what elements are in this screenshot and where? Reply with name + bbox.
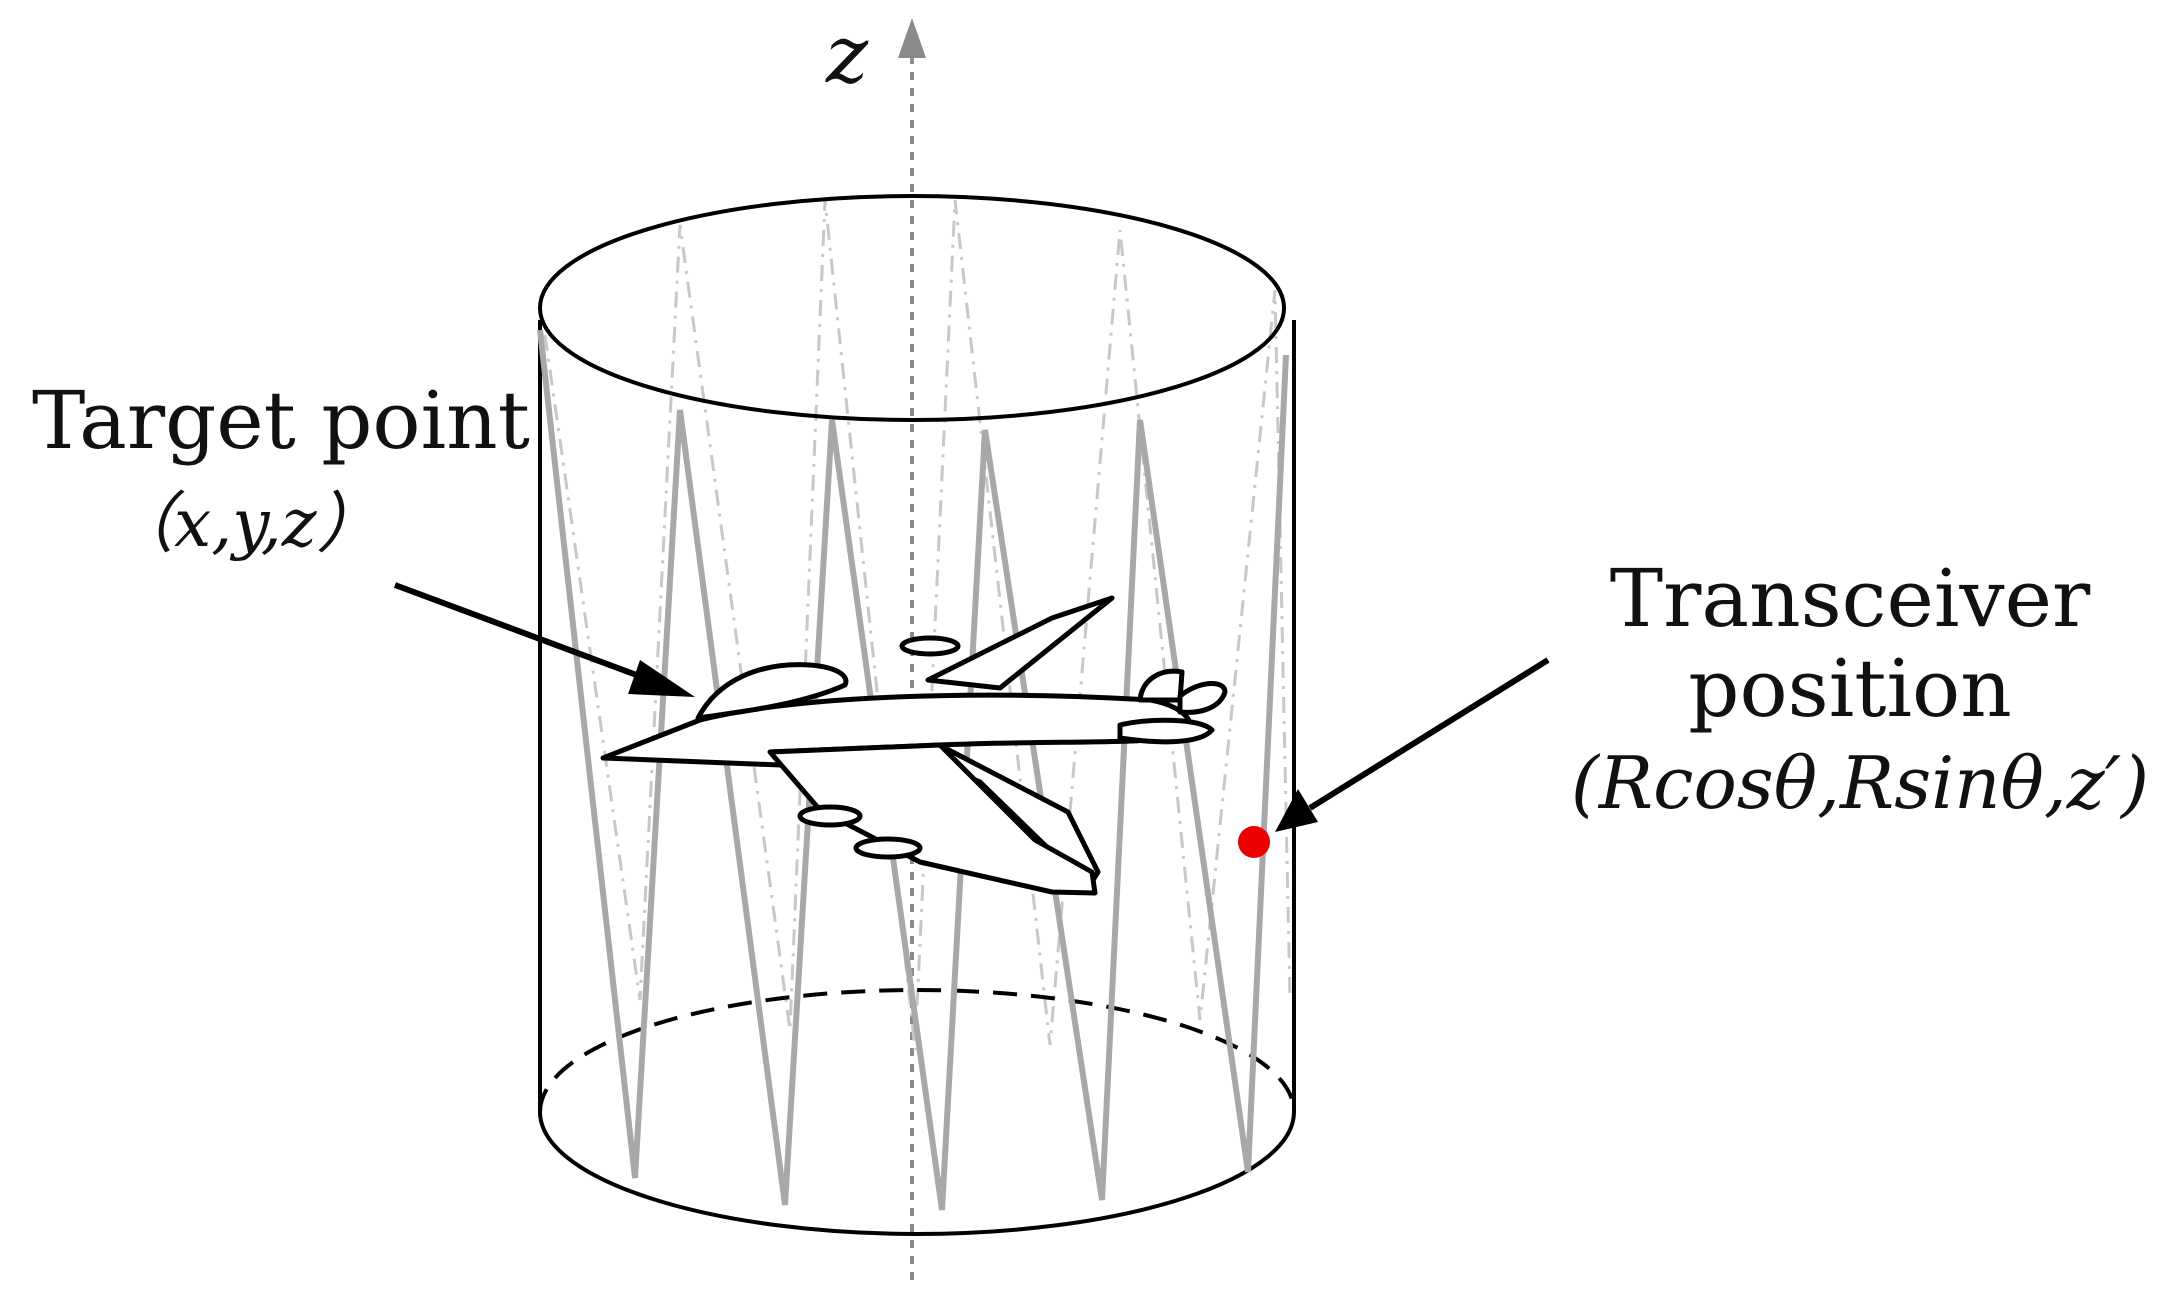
transceiver-label-line2: position: [1688, 642, 2011, 735]
target-point-label: Target point: [32, 374, 530, 467]
cylinder-top-ellipse: [538, 194, 1286, 422]
airplane-icon: [600, 595, 1228, 896]
cylinder-bottom-back-arc: [538, 988, 1296, 1113]
scan-path-back: [543, 199, 1292, 1051]
transceiver-arrow: [1275, 657, 1550, 832]
transceiver-dot: [1238, 826, 1270, 858]
z-axis-label: z: [825, 8, 869, 101]
z-axis: [898, 18, 926, 1280]
transceiver-coords: (Rcosθ,Rsinθ,z′): [1571, 741, 2149, 825]
target-point-coords: （x,y,z）: [108, 485, 382, 562]
z-axis-arrowhead: [898, 18, 926, 58]
target-point-arrow: [393, 582, 695, 697]
transceiver-label-line1: Transceiver: [1610, 552, 2091, 645]
cylinder-bottom-front-arc: [538, 1111, 1296, 1236]
